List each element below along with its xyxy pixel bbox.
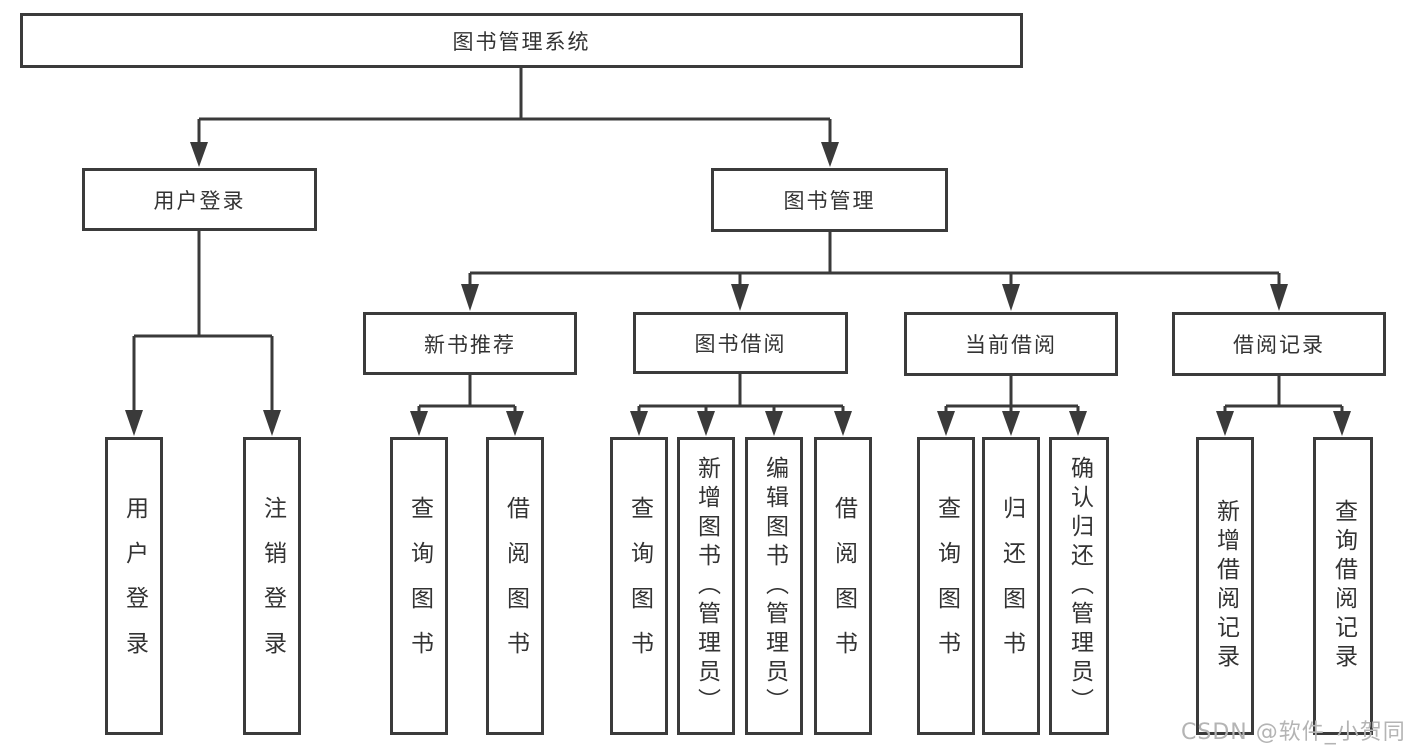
connector-newbook-to-leaves bbox=[417, 375, 517, 413]
connector-bookborrow-to-leaves bbox=[637, 374, 845, 413]
leaf-label: 借阅图书 bbox=[830, 496, 857, 676]
leaf-confirm-return-admin: 确认归还（管理员） bbox=[1049, 437, 1109, 735]
leaf-borrow-books-borrowing: 借阅图书 bbox=[814, 437, 872, 735]
connector-userlogin-to-leaves bbox=[132, 231, 274, 412]
arrowheads bbox=[125, 142, 1351, 436]
node-book-borrowing: 图书借阅 bbox=[633, 312, 848, 374]
csdn-watermark: CSDN @软件_小贺同学 bbox=[1181, 720, 1405, 745]
connector-bookmgmt-to-level3 bbox=[468, 232, 1281, 287]
node-label: 图书借阅 bbox=[694, 332, 787, 356]
node-label: 用户登录 bbox=[153, 188, 246, 213]
leaf-label: 借阅图书 bbox=[502, 496, 529, 676]
connector-currentborrow-to-leaves bbox=[944, 376, 1080, 413]
node-label: 借阅记录 bbox=[1233, 333, 1325, 357]
leaf-user-login: 用户登录 bbox=[105, 437, 163, 735]
leaf-label: 新增图书（管理员） bbox=[693, 455, 720, 717]
node-new-book-recommendation: 新书推荐 bbox=[363, 312, 577, 375]
node-borrowing-records: 借阅记录 bbox=[1172, 312, 1386, 376]
leaf-query-books-current: 查询图书 bbox=[917, 437, 975, 735]
leaf-add-borrow-record: 新增借阅记录 bbox=[1196, 437, 1254, 735]
node-library-management-system: 图书管理系统 bbox=[20, 13, 1023, 68]
connector-root-to-level2 bbox=[197, 68, 832, 143]
leaf-label: 注销登录 bbox=[259, 496, 286, 676]
leaf-label: 归还图书 bbox=[998, 496, 1025, 676]
leaf-borrow-books-recommend: 借阅图书 bbox=[486, 437, 544, 735]
leaf-query-books-borrowing: 查询图书 bbox=[610, 437, 668, 735]
node-label: 图书管理 bbox=[783, 189, 876, 213]
leaf-label: 查询借阅记录 bbox=[1330, 499, 1357, 673]
leaf-label: 查询图书 bbox=[626, 496, 653, 676]
leaf-query-borrow-record: 查询借阅记录 bbox=[1313, 437, 1373, 735]
node-book-management: 图书管理 bbox=[711, 168, 948, 232]
leaf-label: 查询图书 bbox=[406, 496, 433, 676]
leaf-query-books-recommend: 查询图书 bbox=[390, 437, 448, 735]
leaf-add-books-admin: 新增图书（管理员） bbox=[677, 437, 735, 735]
node-current-borrowing: 当前借阅 bbox=[904, 312, 1118, 376]
node-label: 当前借阅 bbox=[965, 333, 1057, 357]
leaf-return-books: 归还图书 bbox=[982, 437, 1040, 735]
connector-records-to-leaves bbox=[1223, 376, 1344, 413]
leaf-edit-books-admin: 编辑图书（管理员） bbox=[745, 437, 803, 735]
leaf-logout: 注销登录 bbox=[243, 437, 301, 735]
node-user-login: 用户登录 bbox=[82, 168, 317, 231]
leaf-label: 查询图书 bbox=[933, 496, 960, 676]
node-label: 新书推荐 bbox=[424, 332, 516, 357]
leaf-label: 编辑图书（管理员） bbox=[761, 455, 788, 717]
leaf-label: 新增借阅记录 bbox=[1212, 499, 1239, 673]
node-label: 图书管理系统 bbox=[452, 29, 591, 54]
leaf-label: 确认归还（管理员） bbox=[1066, 455, 1093, 717]
leaf-label: 用户登录 bbox=[121, 496, 148, 676]
